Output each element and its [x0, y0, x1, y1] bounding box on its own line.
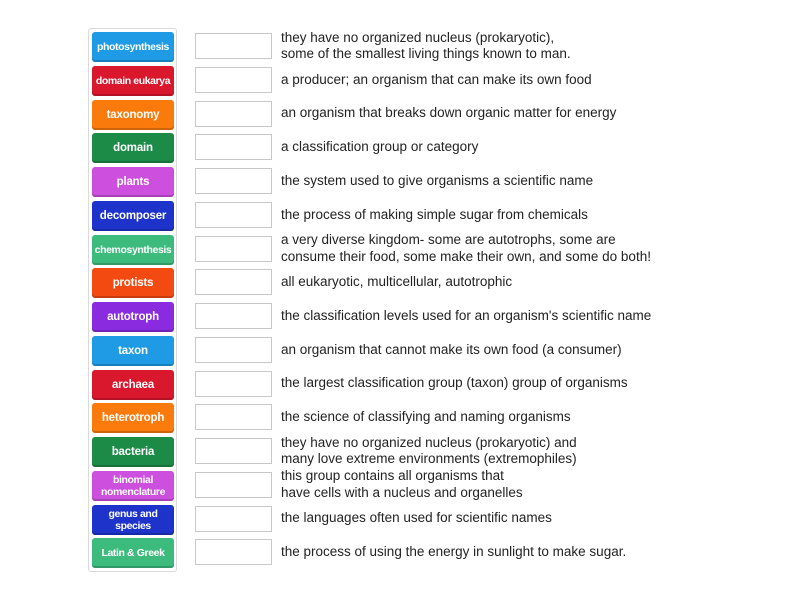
definition-text: a producer; an organism that can make it…	[281, 71, 592, 87]
answer-tile[interactable]: Latin & Greek	[92, 538, 174, 569]
answer-dropzone[interactable]	[195, 303, 272, 329]
answer-tile[interactable]: genus and species	[92, 504, 174, 535]
answer-dropzone[interactable]	[195, 134, 272, 161]
match-row: they have no organized nucleus (prokaryo…	[195, 30, 755, 61]
answer-tile[interactable]: plants	[92, 167, 174, 197]
answer-tile[interactable]: bacteria	[92, 437, 174, 467]
match-row: a producer; an organism that can make it…	[195, 65, 755, 95]
answer-dropzone[interactable]	[195, 201, 272, 228]
answer-dropzone[interactable]	[195, 33, 272, 59]
answer-tile[interactable]: decomposer	[92, 200, 174, 231]
answer-dropzone[interactable]	[195, 336, 272, 363]
answer-tile[interactable]: archaea	[92, 369, 174, 400]
definition-text: this group contains all organisms that h…	[281, 468, 523, 500]
match-row: the languages often used for scientific …	[195, 504, 755, 534]
answer-tile[interactable]: binomial nomenclature	[92, 470, 174, 501]
match-row: the classification levels used for an or…	[195, 301, 755, 331]
answer-tile[interactable]: heterotroph	[92, 403, 174, 434]
definition-text: a very diverse kingdom- some are autotro…	[281, 232, 651, 264]
answer-dropzone[interactable]	[195, 370, 272, 397]
definition-text: the science of classifying and naming or…	[281, 409, 571, 424]
answer-dropzone[interactable]	[195, 66, 272, 93]
match-row: all eukaryotic, multicellular, autotroph…	[195, 267, 755, 297]
match-row: the process of making simple sugar from …	[195, 200, 755, 230]
answer-dropzone[interactable]	[195, 235, 272, 262]
match-row: an organism that cannot make its own foo…	[195, 335, 755, 365]
match-row: an organism that breaks down organic mat…	[195, 99, 755, 129]
definition-text: the languages often used for scientific …	[281, 510, 552, 526]
answer-dropzone[interactable]	[195, 438, 272, 464]
answer-tile[interactable]: domain eukarya	[92, 65, 174, 96]
definition-text: they have no organized nucleus (prokaryo…	[281, 434, 577, 467]
answer-tile[interactable]: chemosynthesis	[92, 234, 174, 265]
answer-tile[interactable]: taxon	[92, 335, 174, 366]
match-row: a very diverse kingdom- some are autotro…	[195, 232, 755, 264]
answer-tile[interactable]: autotroph	[92, 302, 174, 332]
answer-dropzone[interactable]	[195, 269, 272, 296]
answer-dropzone[interactable]	[195, 539, 272, 566]
definition-text: the process of making simple sugar from …	[281, 206, 588, 222]
definition-text: a classification group or category	[281, 139, 479, 154]
answer-tile[interactable]: domain	[92, 133, 174, 164]
definition-text: all eukaryotic, multicellular, autotroph…	[281, 274, 513, 289]
match-row: the process of using the energy in sunli…	[195, 537, 755, 567]
definition-text: an organism that breaks down organic mat…	[281, 105, 617, 121]
match-row: a classification group or category	[195, 132, 755, 162]
answer-dropzone[interactable]	[195, 471, 272, 498]
answer-tile[interactable]: taxonomy	[92, 99, 174, 130]
definition-text: the system used to give organisms a scie…	[281, 172, 594, 188]
answer-tile[interactable]: protists	[92, 268, 174, 299]
answer-dropzone[interactable]	[195, 505, 272, 532]
definition-text: the classification levels used for an or…	[281, 307, 652, 323]
definition-text: the process of using the energy in sunli…	[281, 544, 627, 559]
definition-text: they have no organized nucleus (prokaryo…	[281, 29, 571, 62]
match-row: the system used to give organisms a scie…	[195, 166, 755, 196]
match-row: the science of classifying and naming or…	[195, 402, 755, 432]
match-row: this group contains all organisms that h…	[195, 468, 755, 500]
definition-text: an organism that cannot make its own foo…	[281, 341, 622, 357]
answer-dropzone[interactable]	[195, 100, 272, 127]
match-row: the largest classification group (taxon)…	[195, 369, 755, 399]
answer-tile[interactable]: photosynthesis	[92, 32, 174, 62]
answer-dropzone[interactable]	[195, 168, 272, 194]
definition-text: the largest classification group (taxon)…	[281, 375, 628, 391]
answer-dropzone[interactable]	[195, 404, 272, 431]
match-row: they have no organized nucleus (prokaryo…	[195, 435, 755, 466]
